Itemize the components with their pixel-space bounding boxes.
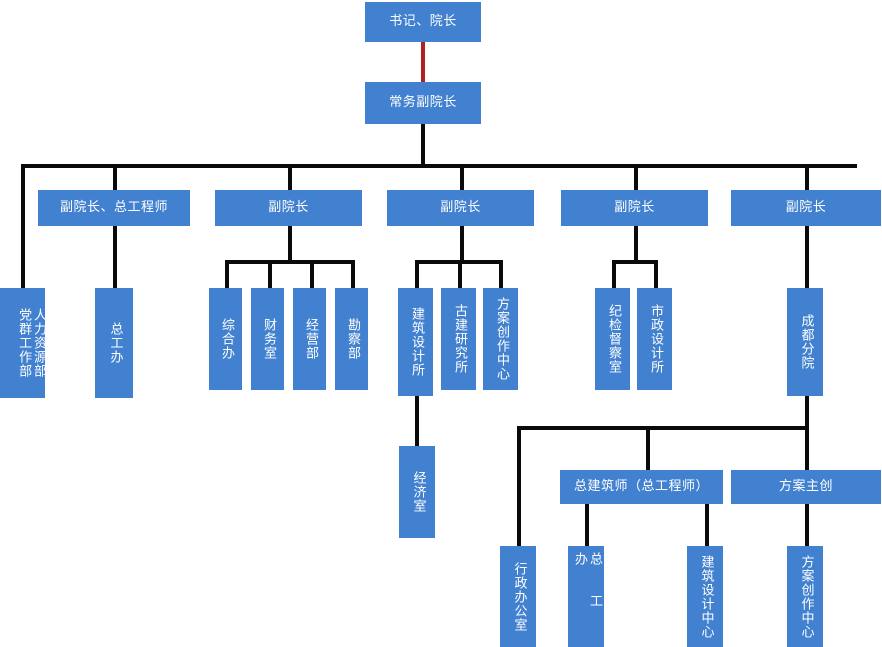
connector-vp3-to-arch-design-institute <box>415 260 419 288</box>
node-secretary-president[interactable]: 书记、院长 <box>365 2 481 42</box>
connector-bus-to-vp-2 <box>288 164 292 190</box>
connector-president-to-executive-vp <box>421 40 425 82</box>
connector-vp-chief-engineer-to-chief-eng-office <box>113 226 117 288</box>
connector-bus-to-leftmost-spine <box>21 164 25 288</box>
node-discipline-inspection-office[interactable]: 纪检督察室 <box>595 288 630 390</box>
node-survey-dept[interactable]: 勘察部 <box>335 288 368 390</box>
connector-vp4-to-discipline-inspection <box>612 260 616 288</box>
connector-bus-to-vp-3 <box>460 164 464 190</box>
connector-main-bus <box>21 164 857 168</box>
node-scheme-creation-center[interactable]: 方案创作中心 <box>483 288 518 390</box>
node-vp-2[interactable]: 副院长 <box>215 190 362 226</box>
connector-vp4-drop <box>634 226 638 264</box>
node-ancient-arch-institute[interactable]: 古建研究所 <box>441 288 476 390</box>
connector-chief-architect-to-chief-eng-office-2 <box>585 504 589 546</box>
node-vp-5[interactable]: 副院长 <box>731 190 881 226</box>
connector-chengdu-to-scheme-lead <box>805 426 809 470</box>
node-vp-4[interactable]: 副院长 <box>561 190 708 226</box>
node-executive-vp[interactable]: 常务副院长 <box>365 82 481 124</box>
node-admin-office[interactable]: 行政办公室 <box>500 546 536 647</box>
connector-vp5-to-chengdu-branch <box>805 226 809 288</box>
connector-vp3-to-scheme-creation-center <box>499 260 503 288</box>
connector-chengdu-sub-bus <box>517 426 809 430</box>
connector-vp2-to-business-dept <box>310 260 314 288</box>
node-chief-engineer-office[interactable]: 总工办 <box>95 288 133 398</box>
connector-bus-to-vp-5 <box>805 164 809 190</box>
connector-bus-to-vp-4 <box>634 164 638 190</box>
node-scheme-creation-center-2[interactable]: 方案创作中心 <box>787 546 823 647</box>
node-vp-chief-engineer[interactable]: 副院长、总工程师 <box>38 190 190 226</box>
connector-vp2-to-general-office <box>225 260 229 288</box>
connector-chief-architect-to-arch-design-center <box>705 504 709 546</box>
connector-vp3-to-ancient-arch-institute <box>458 260 462 288</box>
connector-chengdu-branch-drop <box>805 396 809 430</box>
node-chief-architect[interactable]: 总建筑师（总工程师） <box>560 470 723 504</box>
node-arch-design-center[interactable]: 建筑设计中心 <box>687 546 723 647</box>
connector-vp3-drop <box>460 226 464 264</box>
connector-vp2-bus <box>225 260 355 264</box>
connector-scheme-lead-to-scheme-creation-center-2 <box>805 504 809 546</box>
connector-arch-institute-to-economics-office <box>415 396 419 448</box>
connector-bus-to-vp-chief-engineer <box>113 164 117 190</box>
node-arch-design-institute[interactable]: 建筑设计所 <box>398 288 433 396</box>
node-general-office[interactable]: 综合办 <box>209 288 242 390</box>
node-hr-and-party-affairs[interactable]: 人力资源部 党群工作部 <box>0 288 46 398</box>
node-chief-engineer-office-2[interactable]: 总 工 办 <box>568 546 604 647</box>
connector-vp4-bus <box>612 260 658 264</box>
node-chengdu-branch[interactable]: 成都分院 <box>787 288 823 396</box>
connector-vp2-drop <box>288 226 292 264</box>
connector-chengdu-to-chief-architect <box>646 426 650 470</box>
node-finance-office[interactable]: 财务室 <box>251 288 284 390</box>
connector-vp4-to-municipal-design-institute <box>654 260 658 288</box>
node-scheme-lead[interactable]: 方案主创 <box>731 470 881 504</box>
node-economics-office[interactable]: 经济室 <box>399 446 435 538</box>
connector-vp2-to-finance-office <box>268 260 272 288</box>
connector-vp2-to-survey-dept <box>351 260 355 288</box>
node-municipal-design-institute[interactable]: 市政设计所 <box>637 288 672 390</box>
connector-chengdu-to-admin-office <box>517 426 521 546</box>
node-business-dept[interactable]: 经营部 <box>293 288 326 390</box>
connector-executive-vp-drop <box>421 124 425 166</box>
node-vp-3[interactable]: 副院长 <box>387 190 534 226</box>
